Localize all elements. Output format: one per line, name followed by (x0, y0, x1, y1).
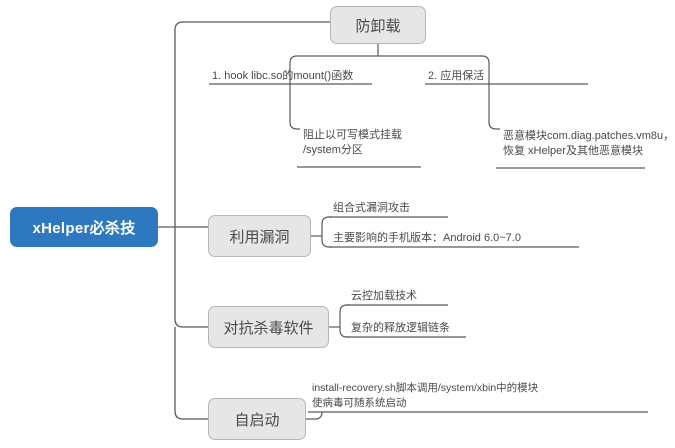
leaf-anti-av-1[interactable]: 复杂的释放逻辑链条 (351, 322, 450, 334)
branch-node-anti-av-label: 对抗杀毒软件 (223, 319, 314, 337)
branch-node-autostart-label: 自启动 (234, 411, 280, 429)
connector-keepalive-detail (488, 84, 500, 130)
root-node[interactable]: xHelper必杀技 (10, 207, 158, 247)
branch-node-exploit-label: 利用漏洞 (229, 228, 290, 246)
branch-node-anti-av[interactable]: 对抗杀毒软件 (208, 306, 329, 348)
branch-node-exploit[interactable]: 利用漏洞 (208, 215, 311, 257)
connector-antiav-leaf1 (339, 304, 350, 327)
connector-antiav-leaf2 (339, 327, 350, 338)
leaf-hook-mount-detail[interactable]: 阻止以可写模式挂载 /system分区 (303, 129, 402, 156)
leaf-hook-mount-label[interactable]: 1. hook libc.so的mount()函数 (212, 70, 354, 82)
root-node-label: xHelper必杀技 (32, 219, 136, 237)
connector-trunk-top (174, 21, 330, 227)
leaf-autostart-0[interactable]: install-recovery.sh脚本调用/system/xbin中的模块 … (312, 382, 539, 409)
branch-node-autostart[interactable]: 自启动 (208, 398, 306, 440)
branch-node-anti-uninstall-label: 防卸载 (355, 17, 401, 35)
leaf-exploit-0[interactable]: 组合式漏洞攻击 (333, 202, 410, 214)
connector-trunk-antiav (174, 227, 208, 328)
leaf-app-keepalive-detail[interactable]: 恶意模块com.diag.patches.vm8u， 恢复 xHelper及其他… (503, 130, 675, 157)
connector-exploit-leaf1 (321, 216, 332, 236)
connector-trunk-autostart (174, 327, 208, 420)
leaf-app-keepalive-label[interactable]: 2. 应用保活 (428, 70, 485, 82)
branch-node-anti-uninstall[interactable]: 防卸载 (330, 6, 426, 44)
connector-autostart-stem (306, 411, 323, 420)
leaf-exploit-1[interactable]: 主要影响的手机版本：Android 6.0~7.0 (333, 232, 521, 244)
connector-exploit-leaf2 (321, 236, 332, 248)
connector-hook-detail (289, 84, 300, 130)
leaf-anti-av-0[interactable]: 云控加载技术 (351, 290, 417, 302)
